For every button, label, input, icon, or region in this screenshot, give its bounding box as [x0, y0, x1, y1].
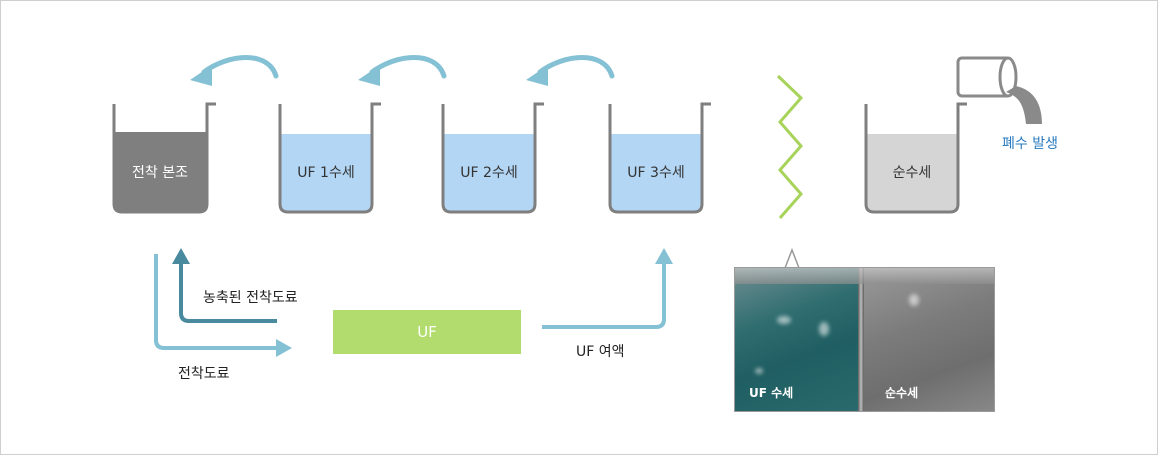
photo-left-caption: UF 수세: [749, 386, 794, 400]
photo-rail: [735, 268, 994, 284]
permeate-label: UF 여액: [576, 344, 625, 360]
photo-callout-pointer: [783, 247, 801, 269]
return-arrow-1: [201, 55, 279, 79]
tank-uf1: [278, 102, 381, 214]
return-arrowheads: [190, 65, 548, 86]
return-arrow-3: [537, 55, 615, 79]
tank-pure-label: 순수세: [892, 165, 932, 181]
glare-1: [777, 316, 791, 324]
tank-uf3-label: UF 3수세: [627, 165, 685, 181]
waste-label: 폐수 발생: [1002, 136, 1058, 152]
zigzag-separator: [776, 74, 804, 219]
uf-rinse-photo: [735, 268, 860, 411]
paint-label: 전착도료: [178, 366, 230, 382]
uf-unit-label: UF: [417, 323, 437, 341]
photo-divider: [858, 268, 864, 411]
photo-right-caption: 순수세: [885, 386, 919, 400]
tank-uf2: [441, 102, 544, 214]
return-arrowhead-2: [358, 65, 380, 86]
tank-comparison-photo: UF 수세 순수세: [734, 267, 995, 412]
return-arrowhead-1: [190, 65, 212, 86]
glare-4: [909, 294, 919, 306]
tank-uf2-label: UF 2수세: [460, 165, 518, 181]
concentrated-paint-label: 농축된 전착도료: [203, 290, 298, 306]
uf-unit-box: [333, 310, 521, 354]
tank-uf1-label: UF 1수세: [297, 165, 355, 181]
tank-pure: [864, 102, 967, 214]
tank-main-label: 전착 본조: [132, 165, 188, 181]
tank-main: [112, 102, 216, 214]
flow-arrow-permeate: [542, 248, 673, 329]
waste-pipe-icon: [956, 56, 1042, 124]
flow-arrow-paint: [154, 254, 292, 357]
return-arrow-2: [369, 55, 447, 79]
glare-3: [755, 368, 763, 374]
return-arrowhead-3: [526, 65, 548, 86]
return-arrows: [201, 55, 615, 79]
flow-arrow-concentrated: [172, 248, 277, 323]
pure-rinse-photo: [863, 268, 994, 411]
tank-uf3: [608, 102, 711, 214]
glare-2: [819, 322, 829, 336]
